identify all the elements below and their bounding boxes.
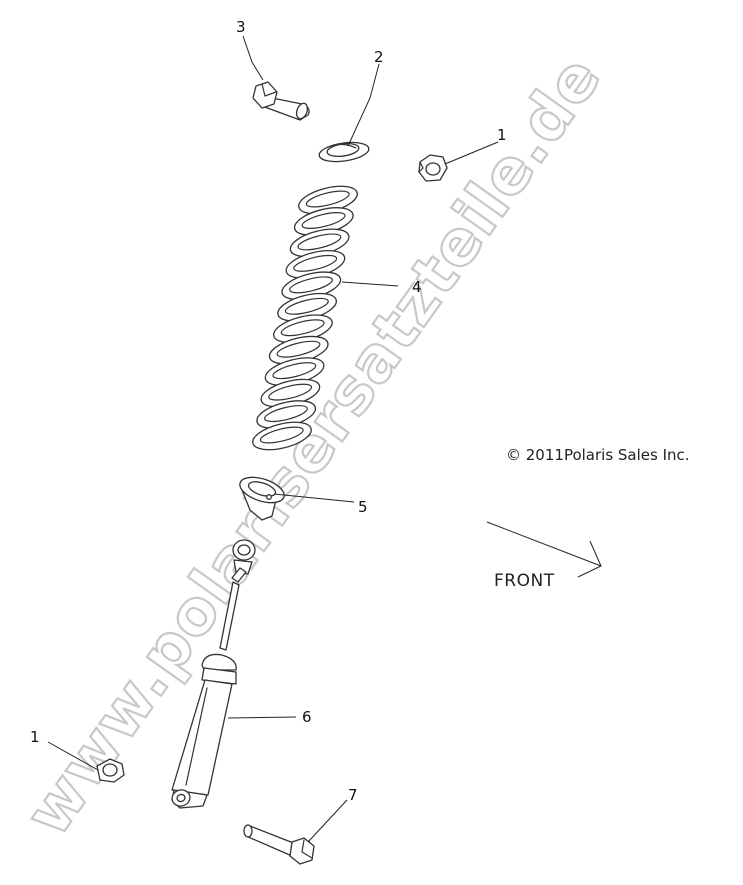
callout-3: 3 xyxy=(236,18,246,36)
front-direction-arrow xyxy=(486,521,602,578)
copyright-notice: © 2011Polaris Sales Inc. xyxy=(506,446,690,464)
nut-bottom[interactable] xyxy=(96,758,125,783)
spring-coil-inner xyxy=(272,362,317,380)
callout-1-bottom: 1 xyxy=(30,728,40,746)
shock-absorber[interactable] xyxy=(170,539,256,809)
bolt-top[interactable] xyxy=(252,81,310,121)
spring-coil-inner xyxy=(289,276,334,294)
leader-lines xyxy=(47,35,499,843)
spring-seat-bottom[interactable] xyxy=(237,472,288,521)
front-label: FRONT xyxy=(494,571,555,591)
callout-6: 6 xyxy=(302,708,312,726)
spring-coil-inner xyxy=(263,405,308,423)
spring-coil-inner xyxy=(293,254,338,272)
spring-coil-inner xyxy=(284,297,329,315)
callout-4: 4 xyxy=(412,278,422,296)
spring-coil-inner xyxy=(297,233,342,251)
spring-coil-inner xyxy=(301,211,346,229)
coil-spring[interactable] xyxy=(250,181,360,455)
spring-coil-inner xyxy=(280,319,325,337)
spring-coil-inner xyxy=(268,383,313,401)
nut-top[interactable] xyxy=(418,154,448,182)
callout-2: 2 xyxy=(374,48,384,66)
spring-coil-inner xyxy=(259,426,304,444)
spring-coil-inner xyxy=(305,190,350,208)
bolt-bottom[interactable] xyxy=(243,824,315,865)
spring-retainer-top[interactable] xyxy=(318,140,370,165)
spring-coil-inner xyxy=(276,340,321,358)
callout-7: 7 xyxy=(348,786,358,804)
callout-5: 5 xyxy=(358,498,368,516)
callout-1-top: 1 xyxy=(497,126,507,144)
